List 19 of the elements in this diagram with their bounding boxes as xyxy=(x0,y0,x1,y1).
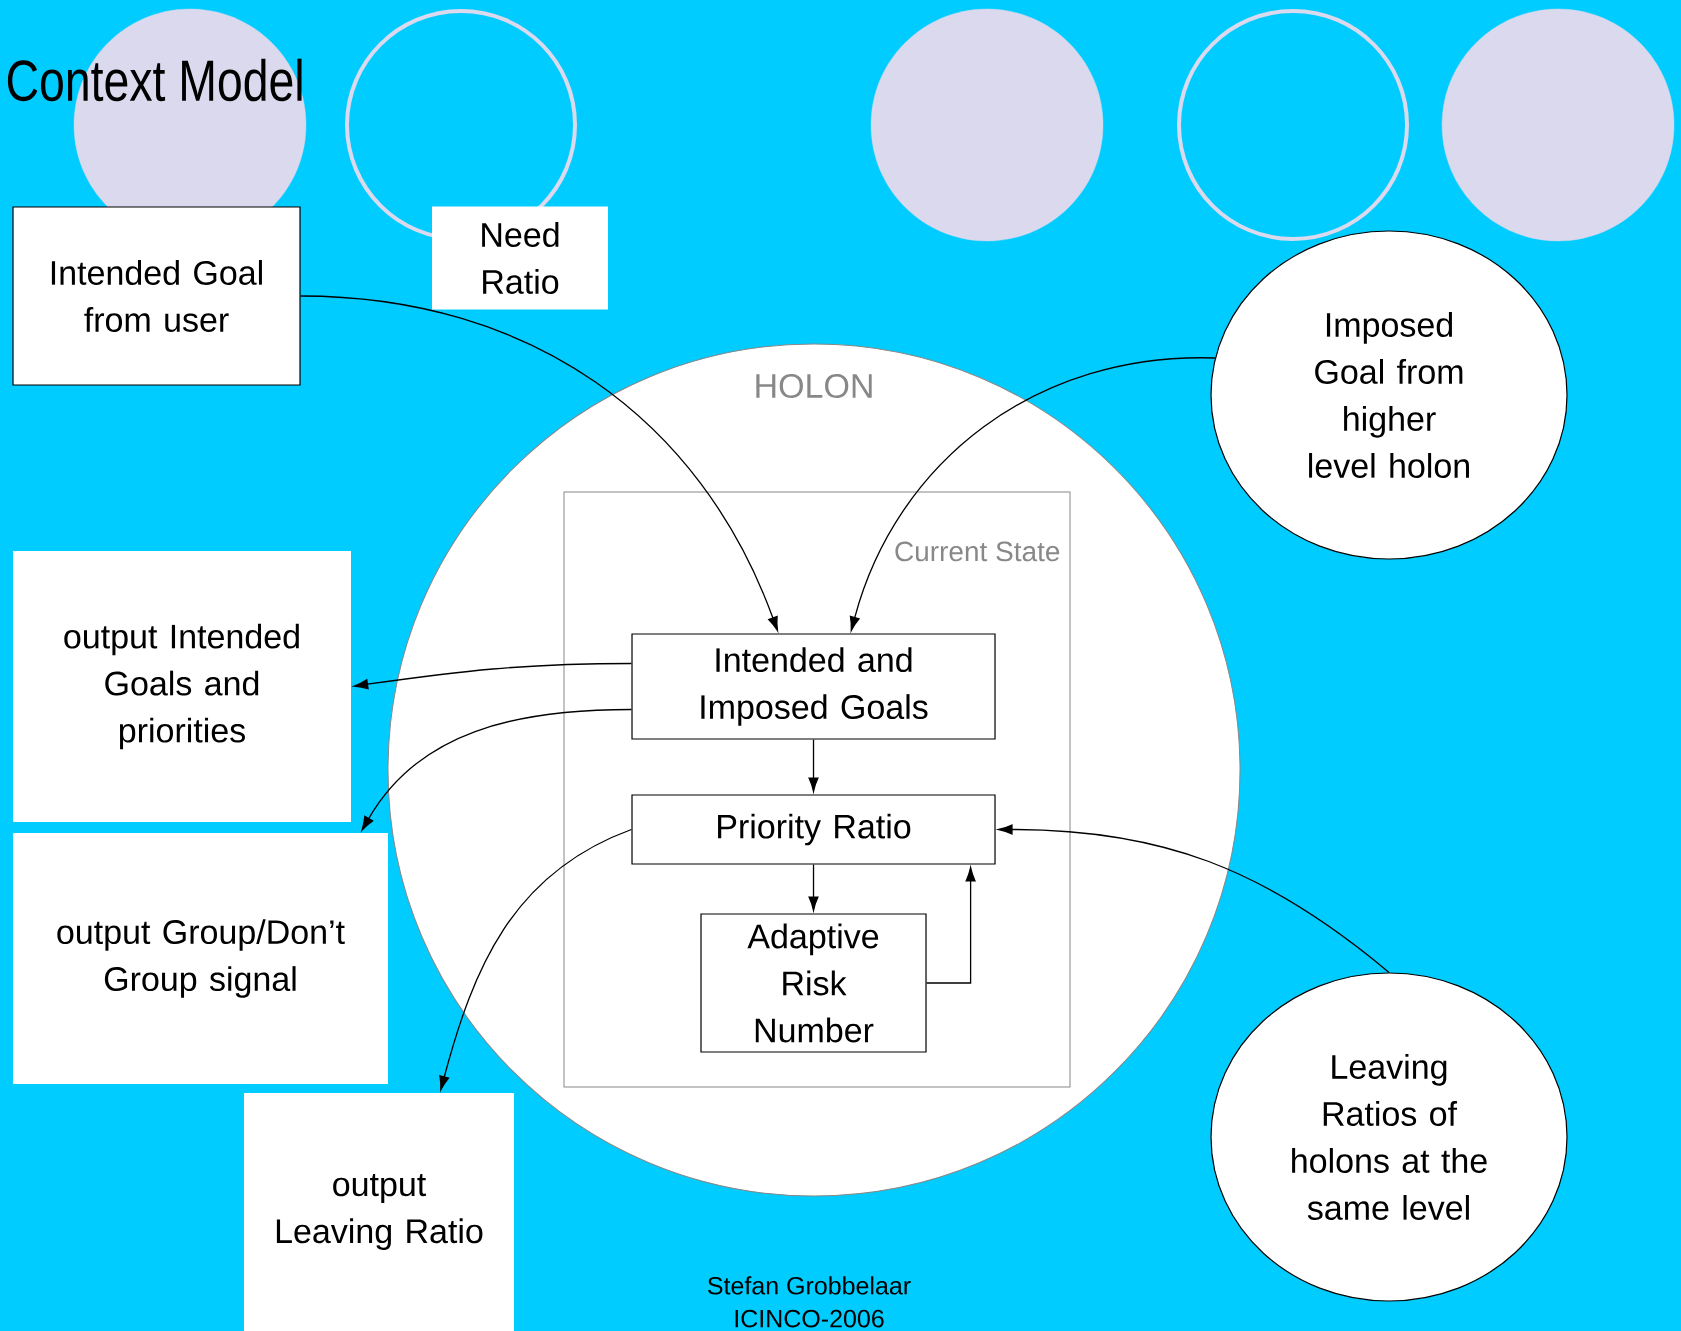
output-box: output Leaving Ratio xyxy=(244,1093,514,1331)
footer-text: Stefan Grobbelaar xyxy=(708,1276,911,1295)
arrow xyxy=(299,295,779,632)
arrow xyxy=(439,828,633,1091)
process-box: Priority Ratio xyxy=(631,794,996,865)
arrow xyxy=(849,357,1216,632)
arrow xyxy=(808,863,819,911)
label-box: Need Ratio xyxy=(432,206,608,310)
footer-text: ICINCO-2006 xyxy=(735,1309,884,1328)
output-box: output Group/Don’t Group signal xyxy=(13,833,388,1084)
arrow xyxy=(998,824,1390,974)
output-box: output Intended Goals and priorities xyxy=(13,551,351,822)
process-box: Adaptive Risk Number xyxy=(700,913,927,1053)
goal-box: Intended Goal from user xyxy=(12,206,301,386)
arrow xyxy=(353,662,633,690)
arrow xyxy=(361,708,633,831)
arrow xyxy=(808,738,819,792)
arrow xyxy=(925,867,976,984)
process-box: Intended and Imposed Goals xyxy=(631,633,996,740)
